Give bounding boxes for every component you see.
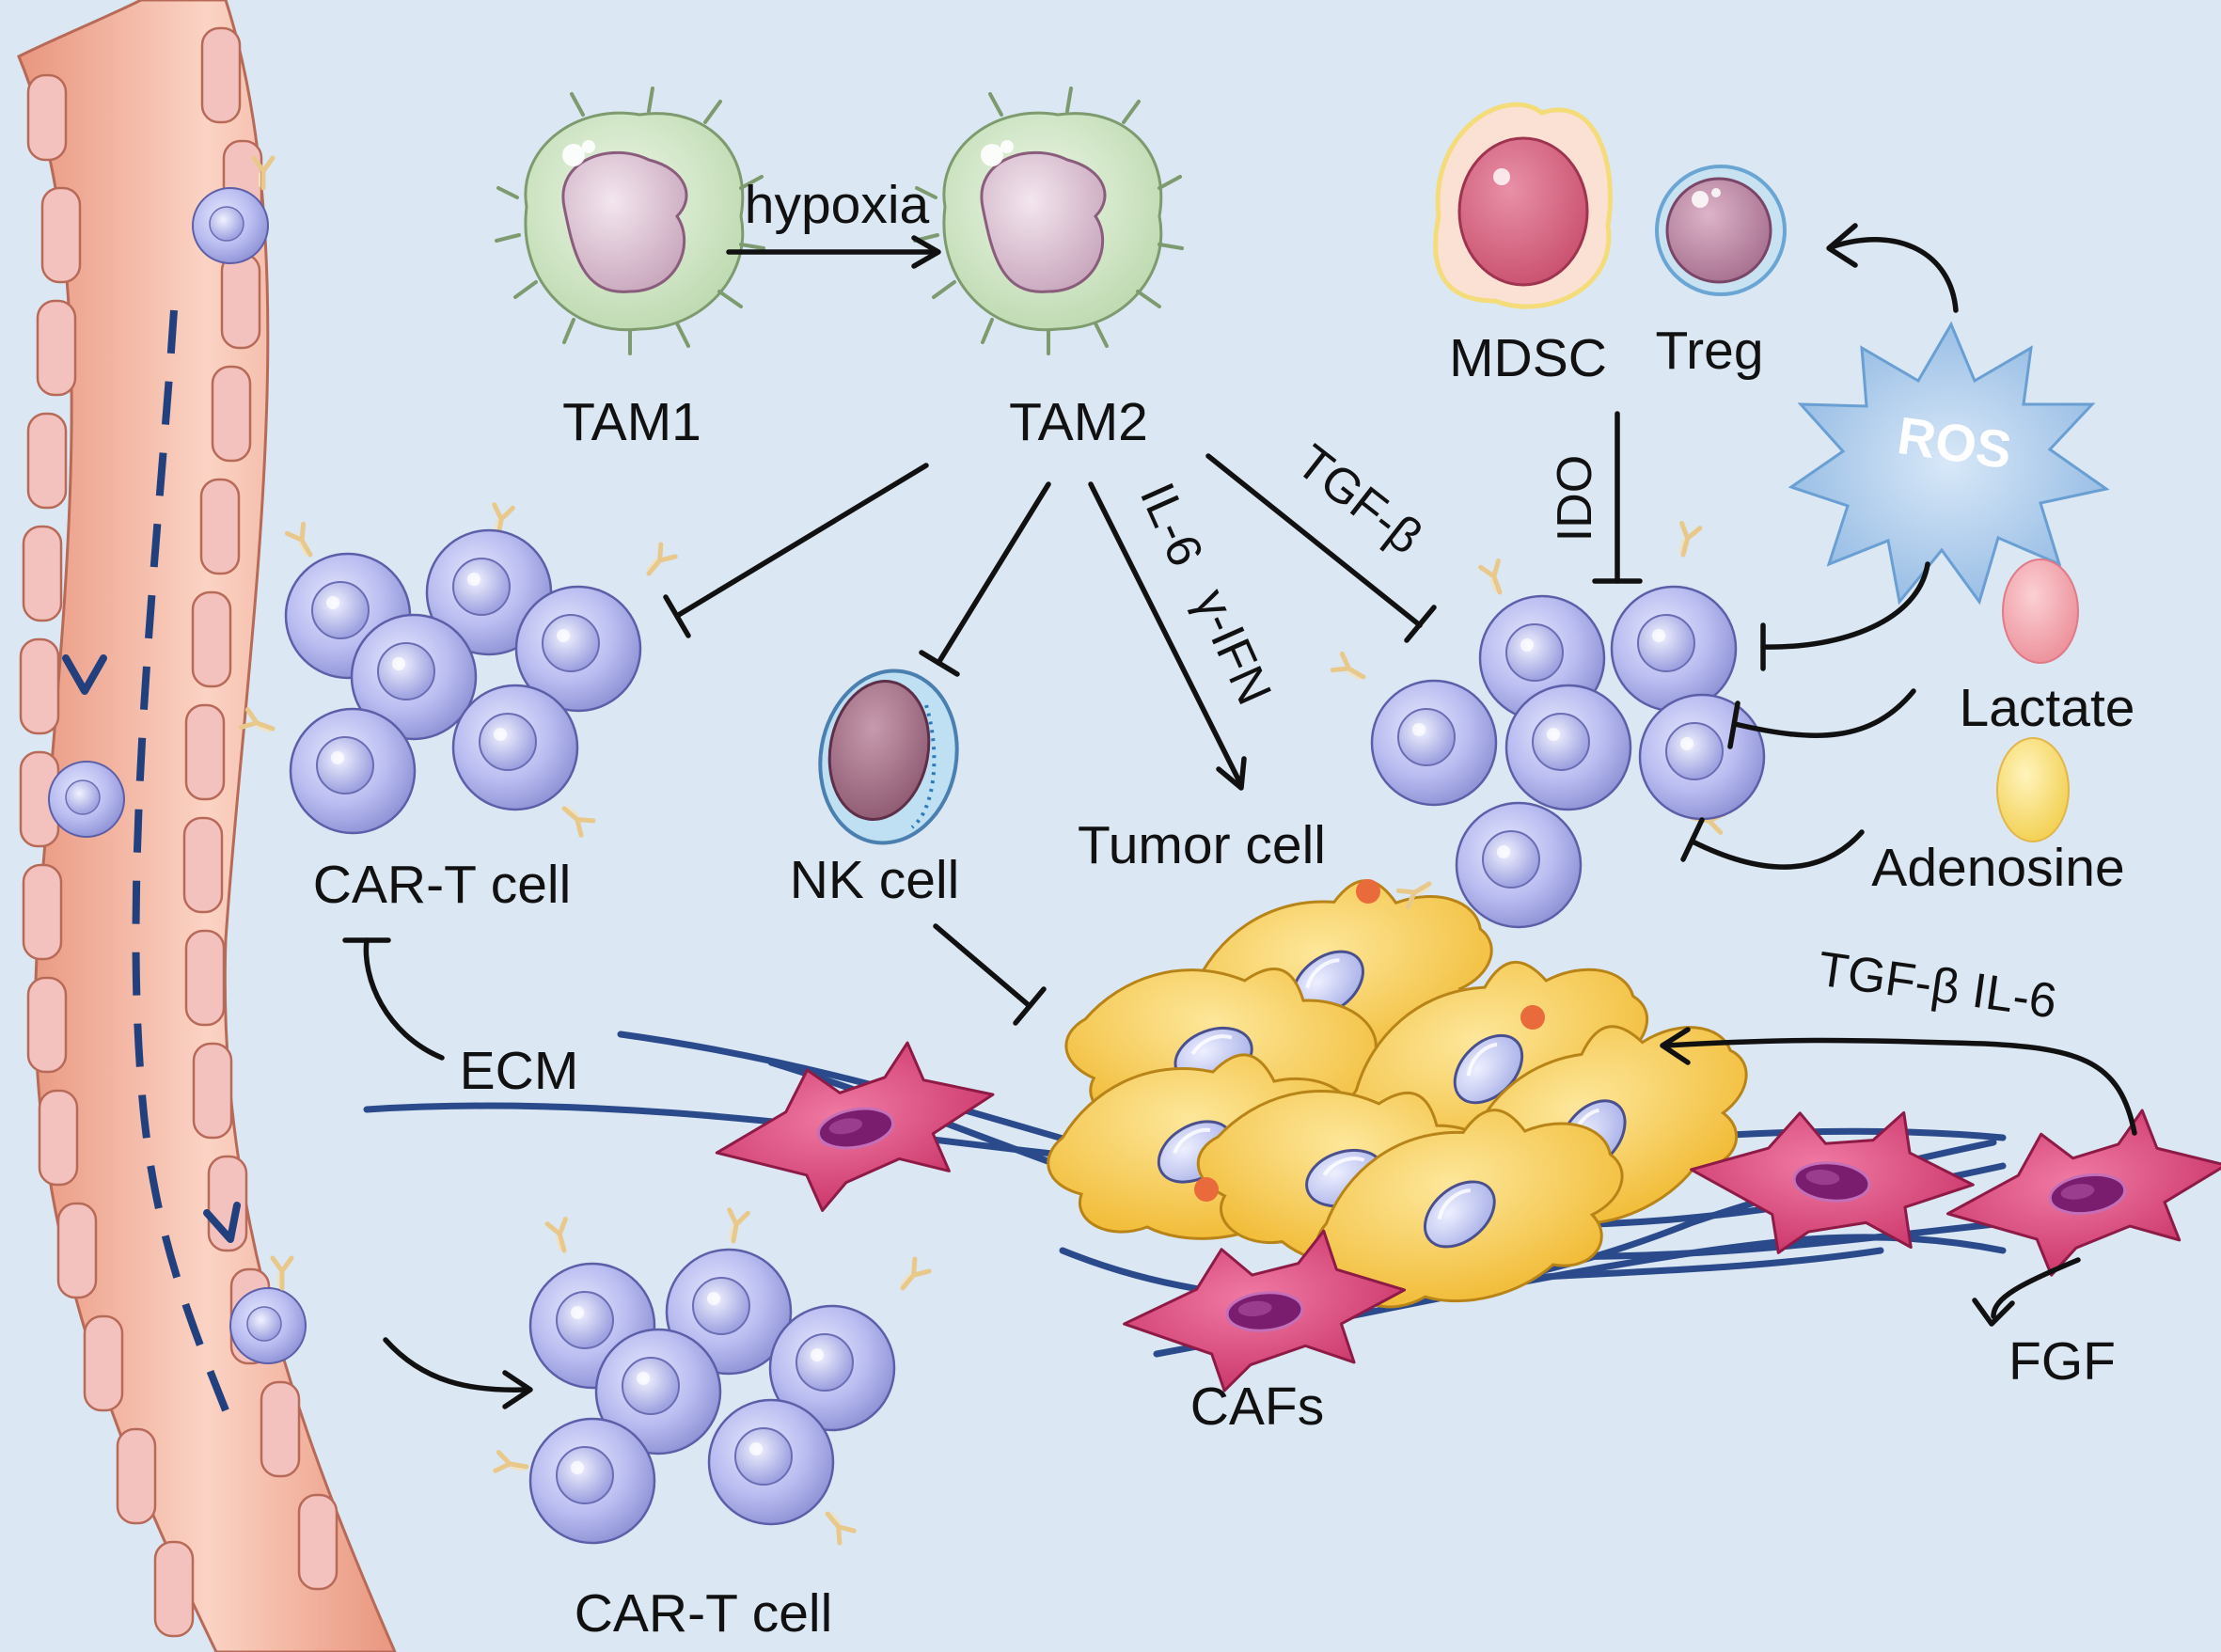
blood-vessel bbox=[17, 0, 397, 1652]
label-hypoxia: hypoxia bbox=[745, 175, 930, 235]
label-cart-top: CAR-T cell bbox=[313, 855, 571, 915]
circulating-t-cell bbox=[192, 187, 269, 264]
label-tam1: TAM1 bbox=[562, 392, 701, 452]
mdsc-cell bbox=[1433, 102, 1613, 309]
label-cart-bottom: CAR-T cell bbox=[575, 1583, 832, 1644]
adenosine-molecule bbox=[1996, 737, 2070, 842]
nk-inhibits-tumor bbox=[933, 923, 1032, 1009]
label-ido: IDO bbox=[1548, 455, 1602, 542]
tam2-cell bbox=[913, 87, 1184, 355]
nk-cell bbox=[818, 669, 959, 845]
label-mdsc: MDSC bbox=[1449, 328, 1607, 388]
tam2-inhibits-cart bbox=[674, 463, 929, 619]
ecm-inhibits-cart bbox=[363, 937, 445, 1061]
car-t-cluster-top bbox=[242, 505, 676, 835]
fgf-activates-caf bbox=[1991, 1257, 2081, 1319]
label-fgf: FGF bbox=[2008, 1331, 2116, 1392]
label-tgfb: TGF-β bbox=[1286, 434, 1432, 565]
label-treg: Treg bbox=[1655, 321, 1763, 381]
label-ecm: ECM bbox=[460, 1041, 579, 1101]
tam2-inhibits-nk bbox=[936, 481, 1051, 666]
tam2-activates-tumor bbox=[1088, 481, 1244, 788]
circulating-t-cell bbox=[229, 1287, 307, 1364]
label-adenosine: Adenosine bbox=[1871, 838, 2124, 898]
label-nk-cell: NK cell bbox=[790, 850, 960, 910]
lactate-inhibition bbox=[1732, 688, 1916, 738]
ros-inhibition bbox=[1760, 561, 1930, 650]
vessel-infiltration-arrow bbox=[383, 1337, 529, 1392]
adenosine-inhibition bbox=[1690, 829, 1865, 870]
label-tgfb-il6: TGF-β IL-6 bbox=[1815, 942, 2060, 1030]
label-tumor-cell: Tumor cell bbox=[1078, 815, 1326, 875]
tgfb-inhibition bbox=[1205, 453, 1423, 628]
ros-activates-treg bbox=[1831, 237, 1959, 313]
label-il6: IL-6 bbox=[1129, 475, 1213, 574]
tam1-cell bbox=[495, 87, 765, 355]
lactate-molecule bbox=[2002, 559, 2079, 664]
label-lactate: Lactate bbox=[1960, 678, 2135, 738]
tumor-cell-cluster bbox=[1046, 862, 1782, 1328]
ros-burst bbox=[1788, 321, 2110, 606]
label-cafs: CAFs bbox=[1190, 1377, 1325, 1437]
car-t-cluster-bottom bbox=[496, 1210, 929, 1543]
label-tam2: TAM2 bbox=[1009, 392, 1148, 452]
circulating-t-cell bbox=[48, 761, 125, 838]
caf-activates-tumor bbox=[1662, 1037, 2137, 1136]
relation-arrows bbox=[342, 223, 2137, 1409]
treg-cell bbox=[1655, 165, 1787, 296]
car-t-cluster-right bbox=[1332, 524, 1766, 929]
